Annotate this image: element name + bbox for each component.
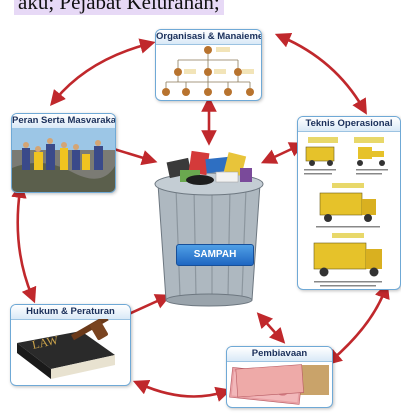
arrow-hukum-pembiayaan xyxy=(132,380,232,402)
money-image xyxy=(229,364,329,405)
vehicles-illustration xyxy=(304,137,388,287)
org-chart-icon xyxy=(162,46,254,96)
arrow-teknis-sampah xyxy=(260,142,306,164)
arrow-organisasi-peran xyxy=(50,38,156,107)
node-organisasi: Organisasi & Manaiemen xyxy=(155,29,262,101)
node-pembiayaan: Pembiavaan xyxy=(226,346,333,408)
node-peran: Peran Serta Masvarakat xyxy=(11,113,116,193)
node-hukum-title: Hukum & Peraturan xyxy=(11,305,130,320)
book-text: LAW xyxy=(31,333,60,352)
node-teknis: Teknis Operasional xyxy=(297,116,401,290)
arrow-organisasi-teknis xyxy=(274,32,367,115)
node-hukum: Hukum & Peraturan LAW xyxy=(10,304,131,386)
arrow-sampah-pembiayaan xyxy=(256,312,286,344)
community-photo xyxy=(12,128,115,192)
node-organisasi-title: Organisasi & Manaiemen xyxy=(156,30,261,45)
node-pembiayaan-title: Pembiavaan xyxy=(227,347,332,362)
garbage-pile xyxy=(166,150,252,185)
arrow-teknis-pembiayaan xyxy=(326,282,390,366)
law-book-gavel-image: LAW xyxy=(17,319,115,379)
header-text-line: aku; Pejabat Kelurahan; xyxy=(0,0,401,22)
node-teknis-title: Teknis Operasional xyxy=(298,117,400,132)
center-label-sampah: SAMPAH xyxy=(176,244,254,266)
arrow-peran-hukum xyxy=(11,182,37,304)
header-text: aku; Pejabat Kelurahan; xyxy=(14,0,224,15)
